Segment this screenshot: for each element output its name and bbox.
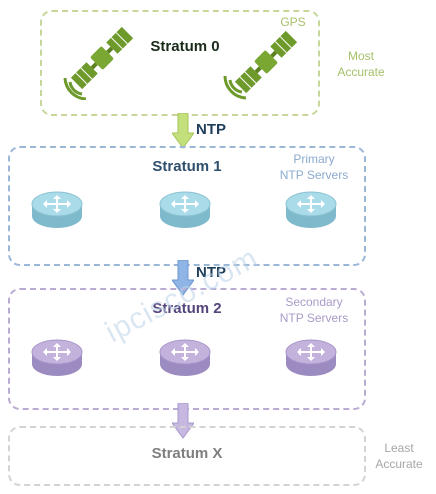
stratum-2-title: Stratum 2: [152, 300, 222, 317]
least-accurate-line2: Accurate: [375, 457, 423, 471]
least-accurate-line1: Least: [384, 441, 414, 455]
gps-label: GPS: [280, 15, 306, 29]
gps-satellite-right-icon: [223, 30, 298, 100]
primary-ntp-router-icon: [285, 191, 337, 228]
gps-satellite-left-icon: [63, 26, 134, 100]
most-accurate-label: Most Accurate: [326, 48, 396, 80]
primary-ntp-line1: Primary: [293, 152, 335, 166]
secondary-ntp-line2: NTP Servers: [279, 311, 349, 325]
most-accurate-line2: Accurate: [337, 65, 385, 79]
stratum-x-box: [8, 426, 366, 486]
primary-ntp-line2: NTP Servers: [279, 168, 349, 182]
ntp-arrow-2-icon: [172, 260, 194, 296]
most-accurate-line1: Most: [347, 49, 374, 63]
least-accurate-label: Least Accurate: [364, 440, 434, 472]
primary-ntp-router-icon: [159, 191, 211, 228]
secondary-ntp-line1: Secondary: [285, 295, 343, 309]
ntp-arrow-1-icon: [172, 113, 194, 149]
stratum-x-title: Stratum X: [151, 445, 223, 462]
secondary-ntp-router-icon: [285, 339, 337, 376]
stratum-0-title: Stratum 0: [150, 38, 220, 55]
ntp-label-1: NTP: [196, 121, 226, 138]
ntp-label-2: NTP: [196, 264, 226, 281]
primary-ntp-servers-label: Primary NTP Servers: [264, 151, 364, 183]
secondary-ntp-servers-label: Secondary NTP Servers: [264, 294, 364, 326]
stratum-1-title: Stratum 1: [152, 158, 222, 175]
primary-ntp-router-icon: [31, 191, 83, 228]
secondary-ntp-router-icon: [159, 339, 211, 376]
secondary-ntp-router-icon: [31, 339, 83, 376]
ntp-arrow-3-icon: [172, 403, 194, 439]
